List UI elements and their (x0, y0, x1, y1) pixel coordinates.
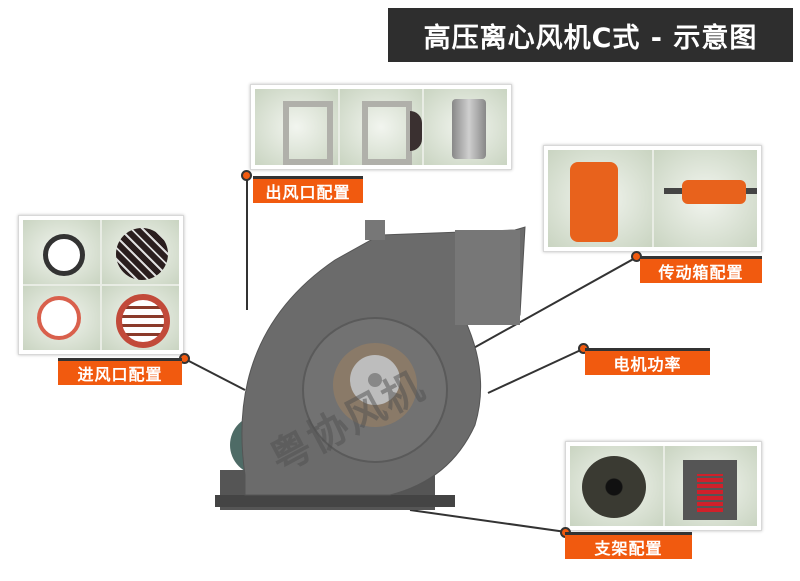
outlet-callout-dot (241, 170, 252, 181)
flange-damper-image (339, 89, 423, 165)
motor-power-label: 电机功率 (585, 348, 710, 375)
bearing-box-image (548, 150, 652, 247)
page-title: 高压离心风机C式 - 示意图 (388, 8, 793, 62)
inlet-config-label: 进风口配置 (58, 358, 182, 385)
transmission-config-panel (543, 145, 762, 252)
rubber-isolator-image (570, 446, 663, 526)
transmission-config-label: 传动箱配置 (640, 256, 762, 283)
bearing-housing-image (653, 150, 757, 247)
centrifugal-fan-illustration (215, 220, 526, 510)
inlet-damper-image (102, 286, 179, 350)
outlet-config-panel (250, 84, 512, 170)
inlet-config-panel (18, 215, 184, 355)
base-config-panel (565, 441, 762, 531)
outlet-config-label: 出风口配置 (253, 176, 363, 203)
base-config-label: 支架配置 (565, 532, 692, 559)
flexible-ring-image (23, 286, 100, 350)
inlet-ring-image (23, 220, 100, 284)
rectangular-flange-image (255, 89, 338, 165)
cylindrical-duct-image (424, 89, 507, 165)
spring-isolator-image (664, 446, 757, 526)
inlet-grille-image (102, 220, 179, 284)
